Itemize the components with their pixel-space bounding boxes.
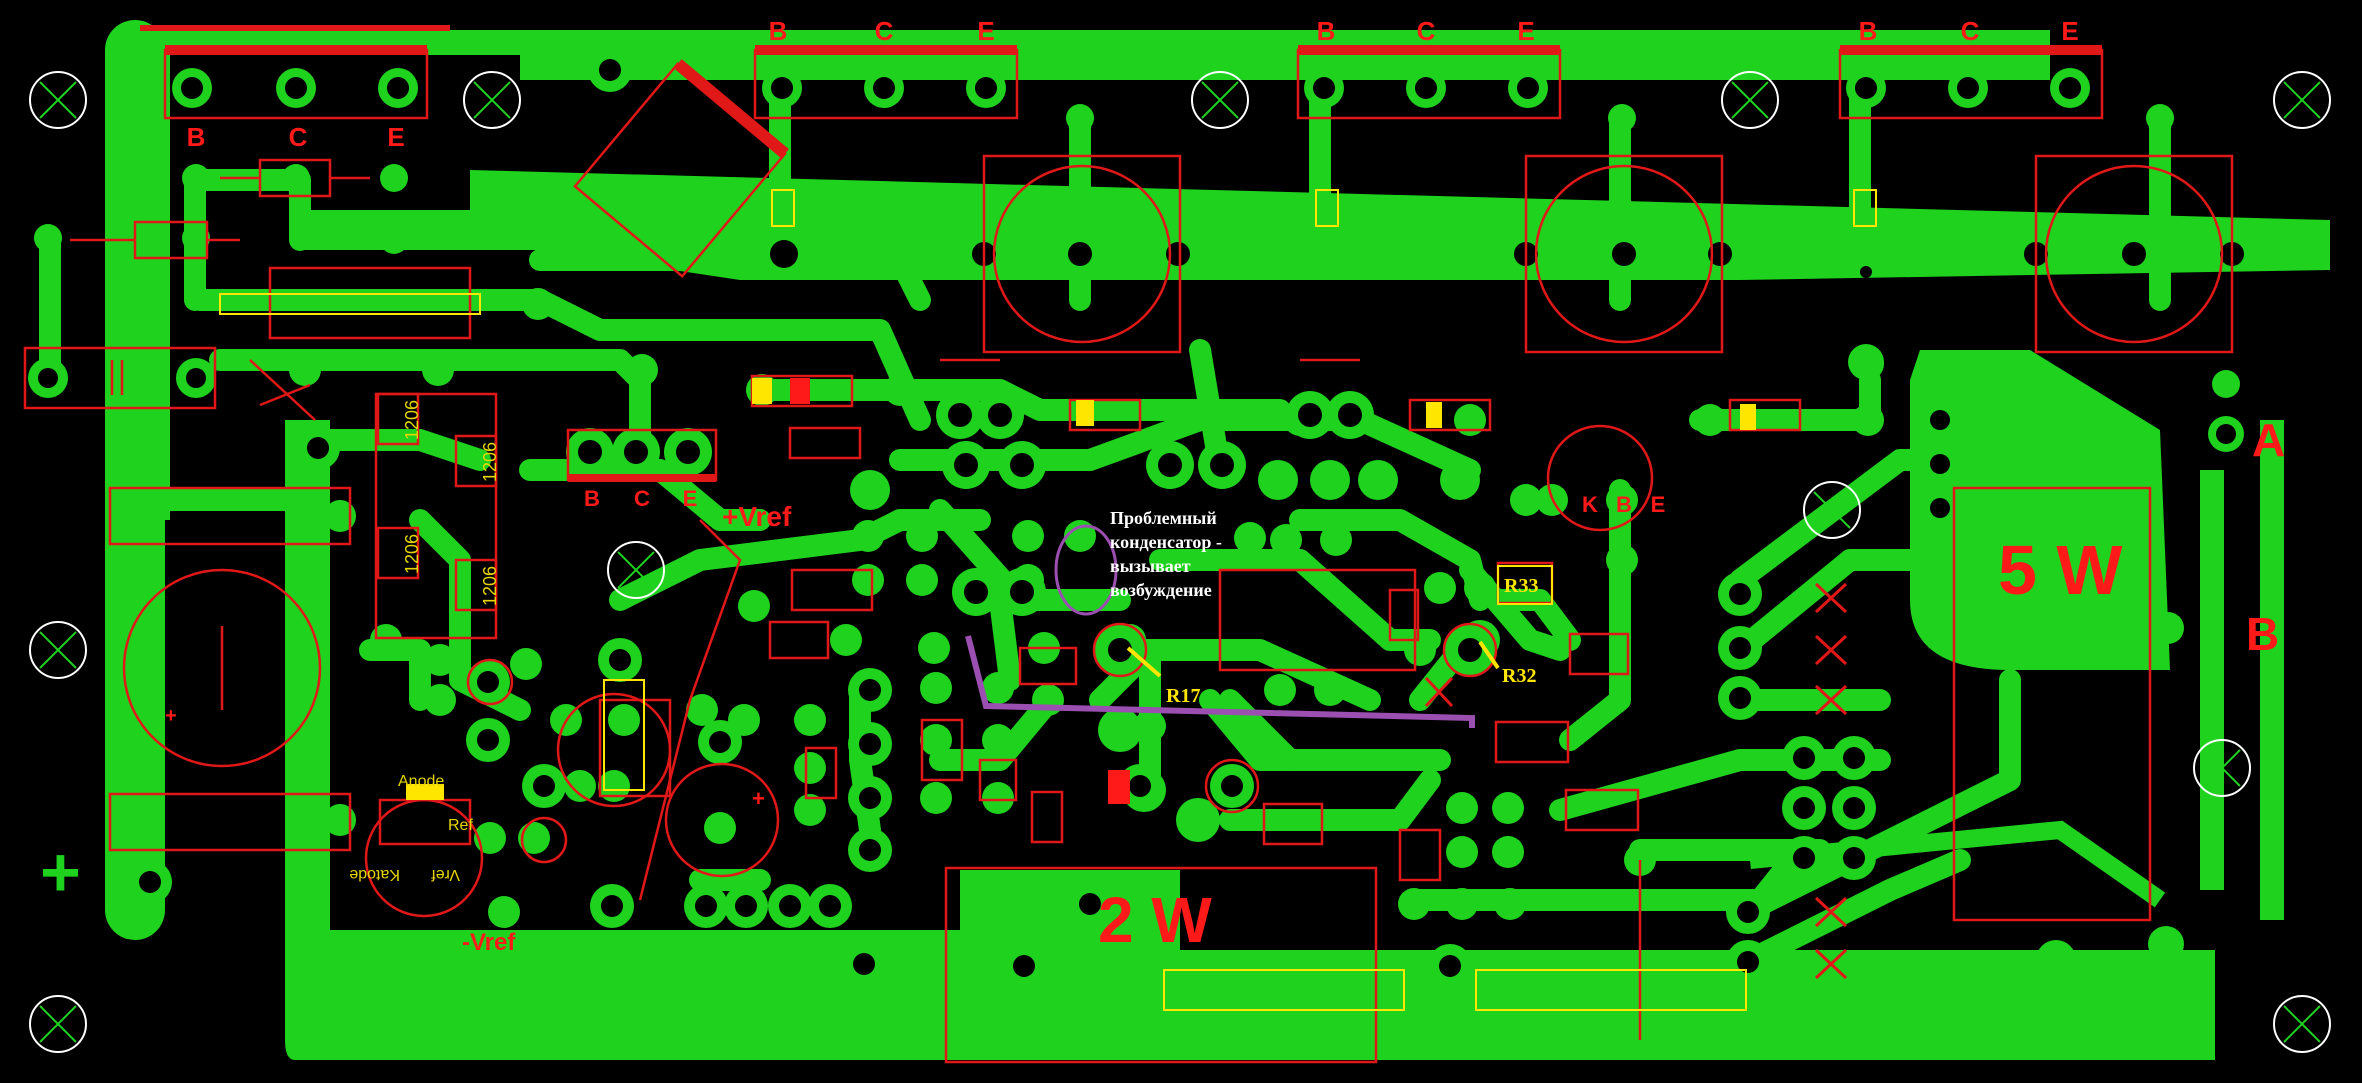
pad-holes (38, 59, 2244, 977)
pin-e-1: E (977, 16, 994, 46)
mount-hole-10 (29, 995, 87, 1053)
terminal-b-label: B (2246, 608, 2279, 660)
pin-c-mid: C (634, 486, 650, 511)
pin-e-2: E (1517, 16, 1534, 46)
cap-plus-mid: + (752, 786, 765, 811)
pin-k: K (1582, 492, 1598, 517)
pin-b-3: B (1859, 16, 1878, 46)
cap-plus-left: + (165, 705, 177, 727)
vref-plus-label: +Vref (722, 501, 792, 532)
pin-e-left: E (387, 122, 404, 152)
smd-outlines (219, 189, 1877, 1011)
annotation-line-1: Проблемный (1110, 508, 1217, 528)
annotation-line-2: конденсатор - (1110, 532, 1222, 552)
pads (28, 48, 2244, 1048)
ref-ref-label: Ref (448, 817, 473, 834)
resistor-5w-label: 5 W (1998, 531, 2122, 609)
plus-terminal-label: + (40, 833, 81, 911)
annotation-line-3: вызывает (1110, 556, 1191, 576)
component-bodies (406, 378, 1756, 804)
pin-b-1: B (769, 16, 788, 46)
pin-e-kbe: E (1651, 492, 1666, 517)
pin-c-3: C (1961, 16, 1980, 46)
mount-hole-11 (2273, 995, 2331, 1053)
pin-b-mid: B (584, 486, 600, 511)
mount-hole-1 (29, 71, 87, 129)
vref-minus-label: -Vref (462, 929, 516, 956)
pin-b-left: B (187, 122, 206, 152)
r33-label: R33 (1504, 575, 1538, 597)
mount-hole-7 (1803, 481, 1861, 539)
ref-katode-label: Katode (349, 866, 400, 883)
smd-1206-c: 1206 (402, 534, 422, 574)
mount-hole-9 (2193, 739, 2251, 797)
mount-hole-5 (2273, 71, 2331, 129)
r32-label: R32 (1502, 665, 1536, 687)
r17-label: R17 (1166, 685, 1200, 707)
mounting-holes (29, 71, 2331, 1053)
mount-hole-4 (1721, 71, 1779, 129)
pin-c-2: C (1417, 16, 1436, 46)
smd-1206-d: 1206 (480, 566, 500, 606)
terminal-a-label: A (2252, 414, 2285, 466)
annotation-line-4: возбуждение (1110, 580, 1212, 600)
annotation-markup (965, 524, 1553, 728)
smd-1206-a: 1206 (402, 400, 422, 440)
mount-hole-2 (463, 71, 521, 129)
ref-anode-label: Anode (398, 773, 444, 790)
pin-e-mid: E (683, 486, 698, 511)
pin-c-left: C (289, 122, 308, 152)
silkscreen-layer (23, 25, 2234, 1064)
mount-hole-6 (607, 541, 665, 599)
resistor-2w-label: 2 W (1098, 884, 1212, 956)
smd-1206-b: 1206 (480, 442, 500, 482)
mount-hole-3 (1191, 71, 1249, 129)
ref-vref-label: Vref (431, 866, 460, 883)
pin-b-2: B (1317, 16, 1336, 46)
labels: B C E B C E B C E B C E B C E K B E +Vre… (40, 16, 2285, 956)
pin-c-1: C (875, 16, 894, 46)
pin-b-kbe: B (1616, 492, 1632, 517)
pin-e-3: E (2061, 16, 2078, 46)
mount-hole-8 (29, 621, 87, 679)
